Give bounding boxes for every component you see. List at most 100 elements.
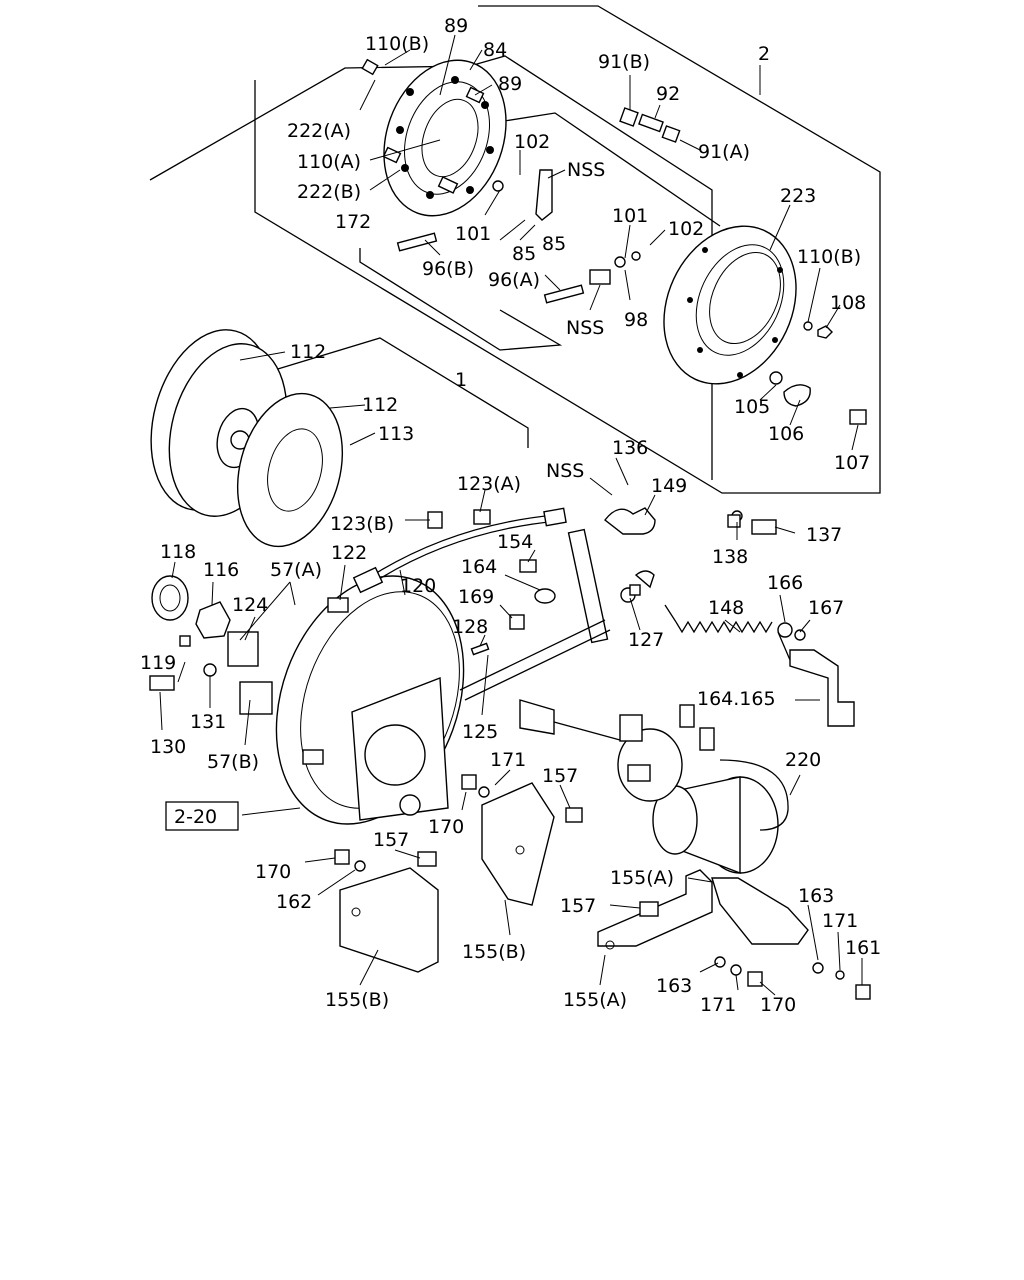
part-label: 89 [498, 73, 522, 95]
part-label: 162 [276, 891, 312, 913]
part-label: 107 [834, 452, 870, 474]
clutch-discs [150, 329, 344, 548]
part-label: 124 [232, 594, 268, 616]
part-label: 102 [514, 131, 550, 153]
part-label: 123(B) [330, 513, 394, 535]
part-label: 171 [700, 994, 736, 1016]
release-fork-assembly [459, 507, 656, 701]
part-label: 120 [400, 575, 436, 597]
lower-hardware [334, 514, 871, 1000]
part-label: NSS [566, 317, 604, 339]
part-label: 57(A) [270, 559, 322, 581]
part-label: 123(A) [457, 473, 521, 495]
part-label: 161 [845, 937, 881, 959]
part-label: 154 [497, 531, 533, 553]
part-label: 170 [428, 816, 464, 838]
ref-box-label: 2-20 [174, 806, 217, 828]
part-label: 91(B) [598, 51, 650, 73]
clutch-disc-group-outline [257, 337, 529, 448]
part-label: 131 [190, 711, 226, 733]
bell-housing [275, 575, 465, 825]
part-label: NSS [546, 460, 584, 482]
top-hardware [361, 58, 867, 425]
part-label: 113 [378, 423, 414, 445]
part-label: 98 [624, 309, 648, 331]
hydraulic-hose [327, 507, 567, 613]
part-label: 118 [160, 541, 196, 563]
release-bearing-parts [149, 575, 273, 715]
part-label: 89 [444, 15, 468, 37]
part-label: 164.165 [697, 688, 776, 710]
part-label: 85 [542, 233, 566, 255]
part-label: 222(A) [287, 120, 351, 142]
part-label: 112 [362, 394, 398, 416]
bracket-group-outline [497, 112, 721, 227]
part-label: 155(B) [325, 989, 389, 1011]
part-label: 125 [462, 721, 498, 743]
part-label: 223 [780, 185, 816, 207]
part-label: 155(A) [563, 989, 627, 1011]
part-label: 84 [483, 39, 507, 61]
lever-group-outline [359, 248, 563, 351]
part-label: 167 [808, 597, 844, 619]
part-label: 128 [452, 616, 488, 638]
part-label: 85 [512, 243, 536, 265]
part-label: 110(B) [797, 246, 861, 268]
part-label: 92 [656, 83, 680, 105]
part-label: 157 [542, 765, 578, 787]
part-label: 2 [758, 43, 770, 65]
ref-box [165, 801, 239, 831]
part-label: 136 [612, 437, 648, 459]
part-label: 91(A) [698, 141, 750, 163]
part-label: 171 [822, 910, 858, 932]
part-label: 101 [612, 205, 648, 227]
leader-lines [159, 34, 863, 996]
part-label: 96(B) [422, 258, 474, 280]
lower-brackets [339, 782, 809, 973]
spring-bracket [731, 510, 855, 727]
part-label: 157 [560, 895, 596, 917]
part-label: 106 [768, 423, 804, 445]
part-label: 127 [628, 629, 664, 651]
part-label: 155(B) [462, 941, 526, 963]
part-label: 171 [490, 749, 526, 771]
part-label: 138 [712, 546, 748, 568]
part-label: 137 [806, 524, 842, 546]
part-label: 166 [767, 572, 803, 594]
part-label: 130 [150, 736, 186, 758]
part-label: 119 [140, 652, 176, 674]
part-label: 155(A) [610, 867, 674, 889]
part-label: 110(B) [365, 33, 429, 55]
part-label: 157 [373, 829, 409, 851]
part-label: 220 [785, 749, 821, 771]
part-label: 102 [668, 218, 704, 240]
part-label: 105 [734, 396, 770, 418]
part-label: 149 [651, 475, 687, 497]
return-spring [664, 604, 791, 661]
part-label: 101 [455, 223, 491, 245]
part-label: 163 [656, 975, 692, 997]
part-label: 172 [335, 211, 371, 233]
part-label: 110(A) [297, 151, 361, 173]
part-label: 164 [461, 556, 497, 578]
part-label: 57(B) [207, 751, 259, 773]
part-label: 170 [255, 861, 291, 883]
part-label: 112 [290, 341, 326, 363]
part-label: 163 [798, 885, 834, 907]
pressure-ring-223 [663, 225, 797, 385]
part-labels: 110(B) 89 84 89 91(B) 2 92 91(A) 222(A) … [140, 15, 881, 1016]
part-label: 116 [203, 559, 239, 581]
part-label: 122 [331, 542, 367, 564]
clutch-cover-assembly [382, 59, 507, 217]
part-label: NSS [567, 159, 605, 181]
pressure-plate-group-outline [254, 5, 881, 494]
part-label: 148 [708, 597, 744, 619]
part-label: 169 [458, 586, 494, 608]
part-label: 1 [455, 369, 467, 391]
part-label: 170 [760, 994, 796, 1016]
part-label: 108 [830, 292, 866, 314]
part-label: 222(B) [297, 181, 361, 203]
clutch-booster [519, 699, 789, 875]
part-label: 96(A) [488, 269, 540, 291]
